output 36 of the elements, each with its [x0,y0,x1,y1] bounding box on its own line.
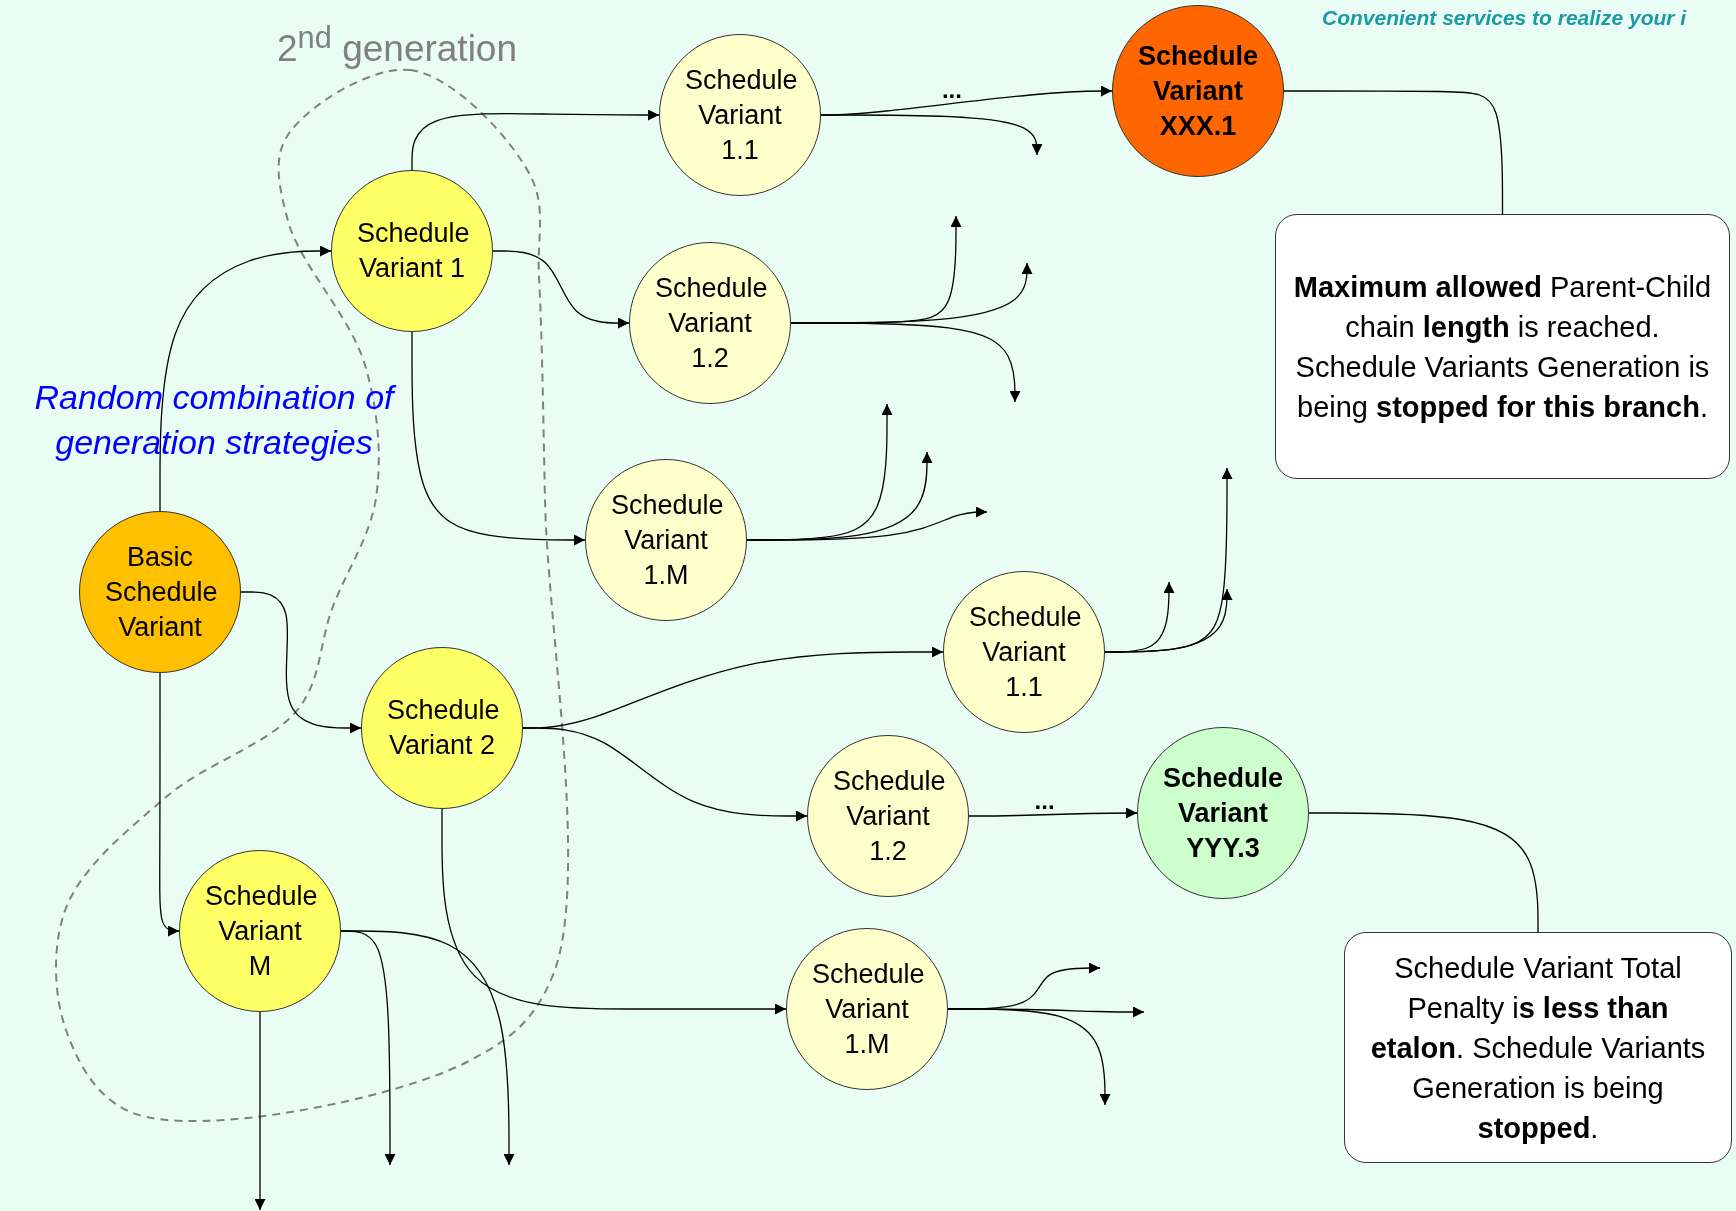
arrow [254,1011,266,1211]
arrow [441,808,787,1015]
arrow [411,331,586,546]
arrow [820,114,1043,156]
node-label: Schedule Variant 1.M [812,957,922,1061]
arrow [1104,588,1233,653]
node-label: Schedule Variant 1 [357,217,467,285]
callout-box [1275,214,1730,479]
callout-text: Maximum allowed Parent-Child chain length is reached. Schedule Variants Generation is being stopped for this branch. [1292,269,1713,425]
arrow [522,727,808,822]
arrow [746,506,988,541]
connector-line [1308,812,1539,933]
connector-line [1283,90,1504,215]
callout-text: Schedule Variant Total Penalty is less than etalon. Schedule Variants Generation is being stopped. [1369,950,1707,1146]
arrow [159,245,332,512]
arrow [947,1008,1111,1106]
arrow [340,930,515,1166]
arrow [968,807,1138,819]
node-label: Schedule Variant 2 [387,694,497,762]
node-label: Schedule Variant 1.2 [655,271,765,375]
arrow [790,322,1021,403]
node-label: Basic Schedule Variant [105,540,215,644]
tagline: Convenient services to realize your i [1322,6,1687,30]
callout-box [1344,932,1732,1163]
arrow [240,591,362,734]
group-heading: 2$^{nd}$ generation [277,20,518,71]
node-label: Schedule Variant XXX.1 [1136,39,1259,143]
node-label: Schedule Variant 1.1 [685,63,795,167]
node-label: Schedule Variant 1.1 [969,600,1079,704]
node-label: Schedule Variant YYY.3 [1161,761,1284,865]
node-label: Schedule Variant M [205,879,315,983]
node-label: Schedule Variant 1.M [611,488,721,592]
node-label: Schedule Variant 1.2 [833,764,943,868]
arrow [411,109,660,171]
arrow [492,250,630,329]
arrow [159,672,180,937]
